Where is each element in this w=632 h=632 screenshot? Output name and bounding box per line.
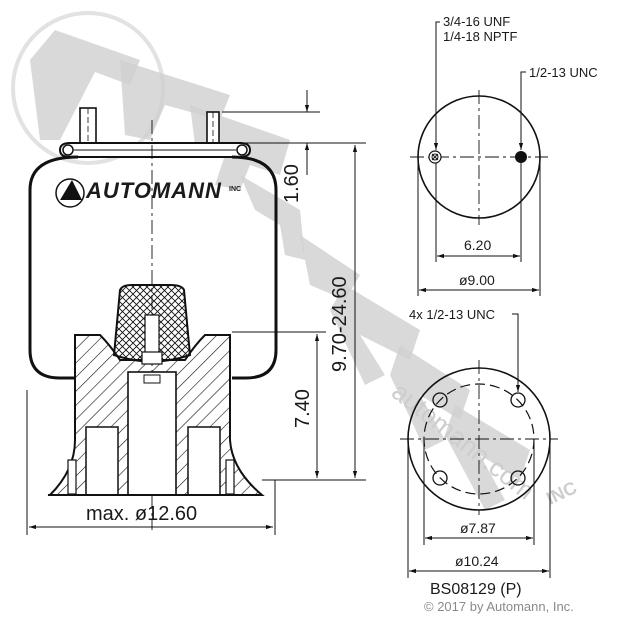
copyright: © 2017 by Automann, Inc. [424,599,574,614]
callout-air-fitting-line1: 3/4-16 UNF [443,14,511,29]
dim-stud-spacing: 6.20 [464,237,492,253]
callout-holes: 4x 1/2-13 UNC [409,307,495,322]
automann-logo [55,178,85,208]
part-number: BS08129 (P) [430,581,522,598]
dim-piston-height: 7.40 [292,389,314,428]
side-view [28,107,278,530]
dim-piston-diameter: ø10.24 [455,553,499,569]
side-view-dimensions [26,90,366,535]
stud-hole-icon [515,151,527,163]
air-fitting-icon [428,150,442,164]
bolt-hole-icon [510,470,526,486]
callout-air-fitting-line2: 1/4-18 NPTF [443,29,518,44]
dim-max-diameter: max. ø12.60 [86,503,198,525]
bolt-hole-icon [510,392,526,408]
dim-bolt-circle: ø7.87 [460,520,496,536]
dim-top-offset: 1.60 [281,164,303,203]
logo-text: AUTOMANN [86,178,222,203]
bottom-piston-view [400,313,558,578]
svg-text:INC: INC [543,477,580,508]
callout-stud: 1/2-13 UNC [529,65,598,80]
bolt-hole-icon [432,392,448,408]
dim-height-range: 9.70-24.60 [329,276,351,372]
bolt-hole-icon [432,470,448,486]
logo-suffix: INC [229,186,242,193]
top-plate-view [410,21,548,296]
dim-plate-diameter: ø9.00 [459,272,495,288]
